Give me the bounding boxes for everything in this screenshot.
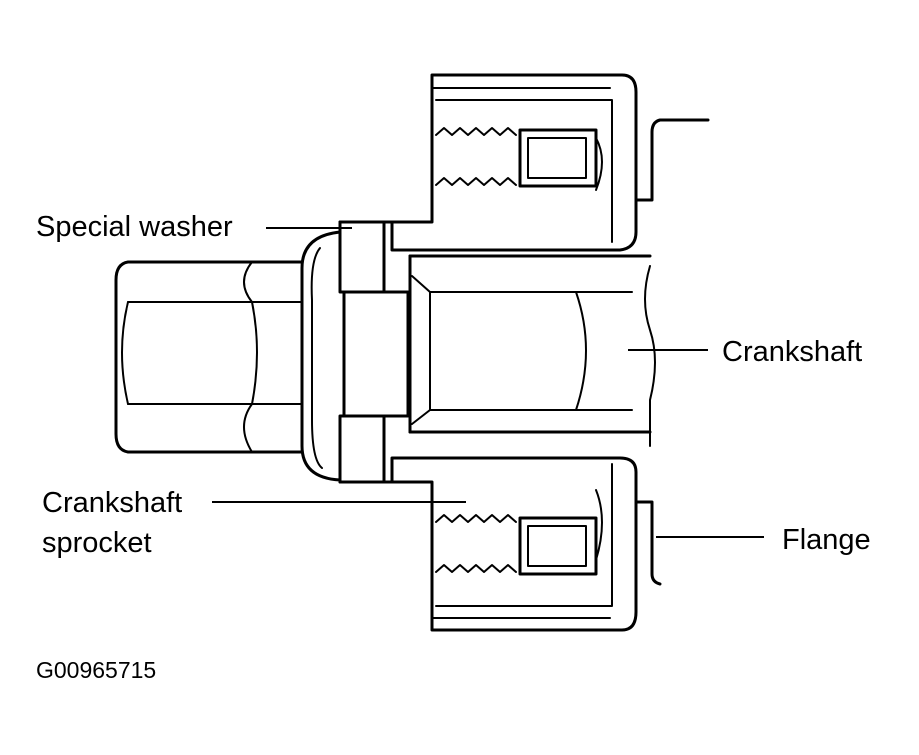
label-crankshaft-sprocket-line2: sprocket xyxy=(42,527,152,559)
special-washer xyxy=(338,220,410,484)
bolt-collar xyxy=(300,230,342,482)
bolt-hex-head xyxy=(114,260,304,454)
label-special-washer: Special washer xyxy=(36,211,233,243)
crankshaft-sprocket xyxy=(338,73,710,632)
lower-thread xyxy=(435,514,598,576)
label-crankshaft: Crankshaft xyxy=(722,336,862,368)
crankshaft xyxy=(408,254,656,447)
label-crankshaft-sprocket-line1: Crankshaft xyxy=(42,487,182,519)
figure-id: G00965715 xyxy=(36,657,156,683)
upper-thread xyxy=(435,127,598,188)
label-flange: Flange xyxy=(782,524,871,556)
